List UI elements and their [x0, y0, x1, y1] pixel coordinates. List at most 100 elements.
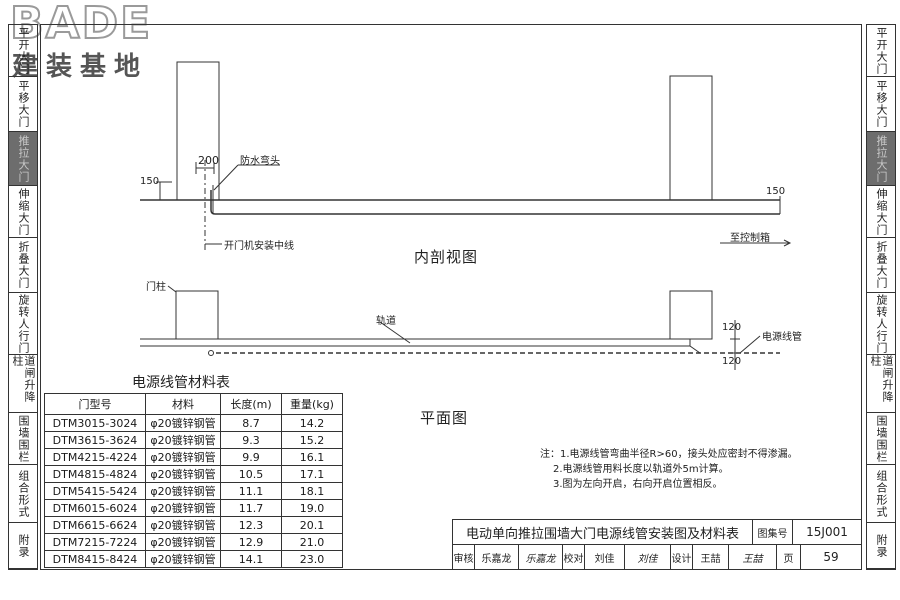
tab-2[interactable]: 推拉大门	[9, 132, 37, 186]
table-cell: DTM4215-4224	[44, 448, 146, 466]
page-number: 59	[823, 550, 839, 564]
header-material: 材料	[145, 393, 221, 415]
left-tab-strip: 平开大门平移大门推拉大门伸缩大门折叠大门旋转人行门道闸升降柱围墙围栏组合形式附录	[8, 24, 38, 570]
tab-5[interactable]: 旋转人行门	[867, 293, 895, 355]
table-cell: 12.3	[220, 516, 282, 534]
dim-120-top-label: 120	[722, 322, 742, 333]
table-cell: DTM4815-4824	[44, 465, 146, 483]
table-cell: DTM6615-6624	[44, 516, 146, 534]
material-table-title: 电源线管材料表	[132, 375, 230, 391]
table-cell: 17.1	[281, 465, 343, 483]
table-cell: 23.0	[281, 550, 343, 568]
tab-label: 平移大门	[17, 80, 30, 128]
table-cell: 19.0	[281, 499, 343, 517]
table-cell: 11.7	[220, 499, 282, 517]
table-cell: φ20镀锌钢管	[145, 414, 221, 432]
table-cell: φ20镀锌钢管	[145, 448, 221, 466]
tab-label: 组合形式	[875, 469, 888, 518]
tab-6[interactable]: 道闸升降柱	[9, 355, 37, 413]
tab-8[interactable]: 组合形式	[867, 465, 895, 523]
plan-view-title: 平面图	[420, 409, 469, 427]
tab-label: 推拉大门	[17, 134, 30, 183]
waterproof-elbow-label: 防水弯头	[240, 156, 280, 167]
tab-3[interactable]: 伸缩大门	[867, 186, 895, 238]
reviewer-name: 乐嘉龙	[475, 545, 519, 569]
header-weight: 重量(kg)	[281, 393, 343, 415]
table-cell: φ20镀锌钢管	[145, 482, 221, 500]
tab-1[interactable]: 平移大门	[867, 77, 895, 132]
to-control-box-label: 至控制箱	[730, 233, 770, 244]
tab-label: 围墙围栏	[17, 414, 30, 463]
material-table-header: 门型号 材料 长度(m) 重量(kg)	[44, 393, 343, 415]
gate-post-left-section	[176, 61, 220, 201]
gate-post-label: 门柱	[146, 282, 166, 293]
table-cell: 18.1	[281, 482, 343, 500]
tab-label: 附录	[17, 533, 30, 558]
brand-logo-subtitle: 建装基地	[12, 52, 149, 82]
title-block: 电动单向推拉围墙大门电源线管安装图及材料表 图集号 15J001 审核 乐嘉龙 …	[452, 519, 862, 570]
tab-label: 伸缩大门	[875, 187, 888, 236]
conduit-section	[210, 190, 780, 215]
tab-label: 伸缩大门	[17, 187, 30, 236]
track-label: 轨道	[376, 316, 396, 327]
right-tab-strip: 平开大门平移大门推拉大门伸缩大门折叠大门旋转人行门道闸升降柱围墙围栏组合形式附录	[866, 24, 896, 570]
dim-120-bottom-label: 120	[722, 356, 742, 367]
tab-4[interactable]: 折叠大门	[9, 238, 37, 293]
table-cell: 10.5	[220, 465, 282, 483]
atlas-label: 图集号	[753, 520, 793, 545]
tab-3[interactable]: 伸缩大门	[9, 186, 37, 238]
table-cell: 12.9	[220, 533, 282, 551]
section-view-title: 内剖视图	[414, 248, 479, 266]
notes: 注：1.电源线管弯曲半径R>60，接头处应密封不得渗漏。 2.电源线管用料长度以…	[540, 447, 798, 492]
header-length: 长度(m)	[220, 393, 282, 415]
brand-logo: BADE 建装基地	[8, 0, 183, 82]
tab-1[interactable]: 平移大门	[9, 77, 37, 132]
tab-5[interactable]: 旋转人行门	[9, 293, 37, 355]
table-cell: 14.2	[281, 414, 343, 432]
tab-7[interactable]: 围墙围栏	[9, 413, 37, 465]
table-cell: DTM8415-8424	[44, 550, 146, 568]
designer-name: 王喆	[693, 545, 729, 569]
page-label: 页	[777, 545, 801, 569]
tab-label: 平移大门	[875, 80, 888, 128]
table-cell: 16.1	[281, 448, 343, 466]
drawing-frame	[40, 24, 862, 570]
tab-8[interactable]: 组合形式	[9, 465, 37, 523]
tab-label: 旋转人行门	[875, 293, 888, 354]
tab-label: 围墙围栏	[875, 414, 888, 463]
tab-7[interactable]: 围墙围栏	[867, 413, 895, 465]
note-2: 2.电源线管用料长度以轨道外5m计算。	[553, 464, 729, 475]
table-cell: 9.3	[220, 431, 282, 449]
tab-6[interactable]: 道闸升降柱	[867, 355, 895, 413]
table-cell: DTM3015-3024	[44, 414, 146, 432]
tab-2[interactable]: 推拉大门	[867, 132, 895, 186]
tab-0[interactable]: 平开大门	[9, 25, 37, 77]
table-cell: 9.9	[220, 448, 282, 466]
table-cell: DTM7215-7224	[44, 533, 146, 551]
designer-signature: 王喆	[729, 545, 777, 569]
dim-200-label: 200	[198, 154, 219, 167]
table-cell: 20.1	[281, 516, 343, 534]
reviewer-signature: 乐嘉龙	[519, 545, 563, 569]
tab-label: 平开大门	[17, 26, 30, 75]
note-3: 3.图为左向开启，右向开启位置相反。	[553, 479, 723, 490]
tab-4[interactable]: 折叠大门	[867, 238, 895, 293]
conduit-bend	[689, 339, 701, 354]
table-cell: φ20镀锌钢管	[145, 533, 221, 551]
check-label: 校对	[563, 545, 585, 569]
table-cell: φ20镀锌钢管	[145, 499, 221, 517]
table-cell: 11.1	[220, 482, 282, 500]
tab-9[interactable]: 附录	[867, 523, 895, 569]
tab-0[interactable]: 平开大门	[867, 25, 895, 77]
tab-9[interactable]: 附录	[9, 523, 37, 569]
